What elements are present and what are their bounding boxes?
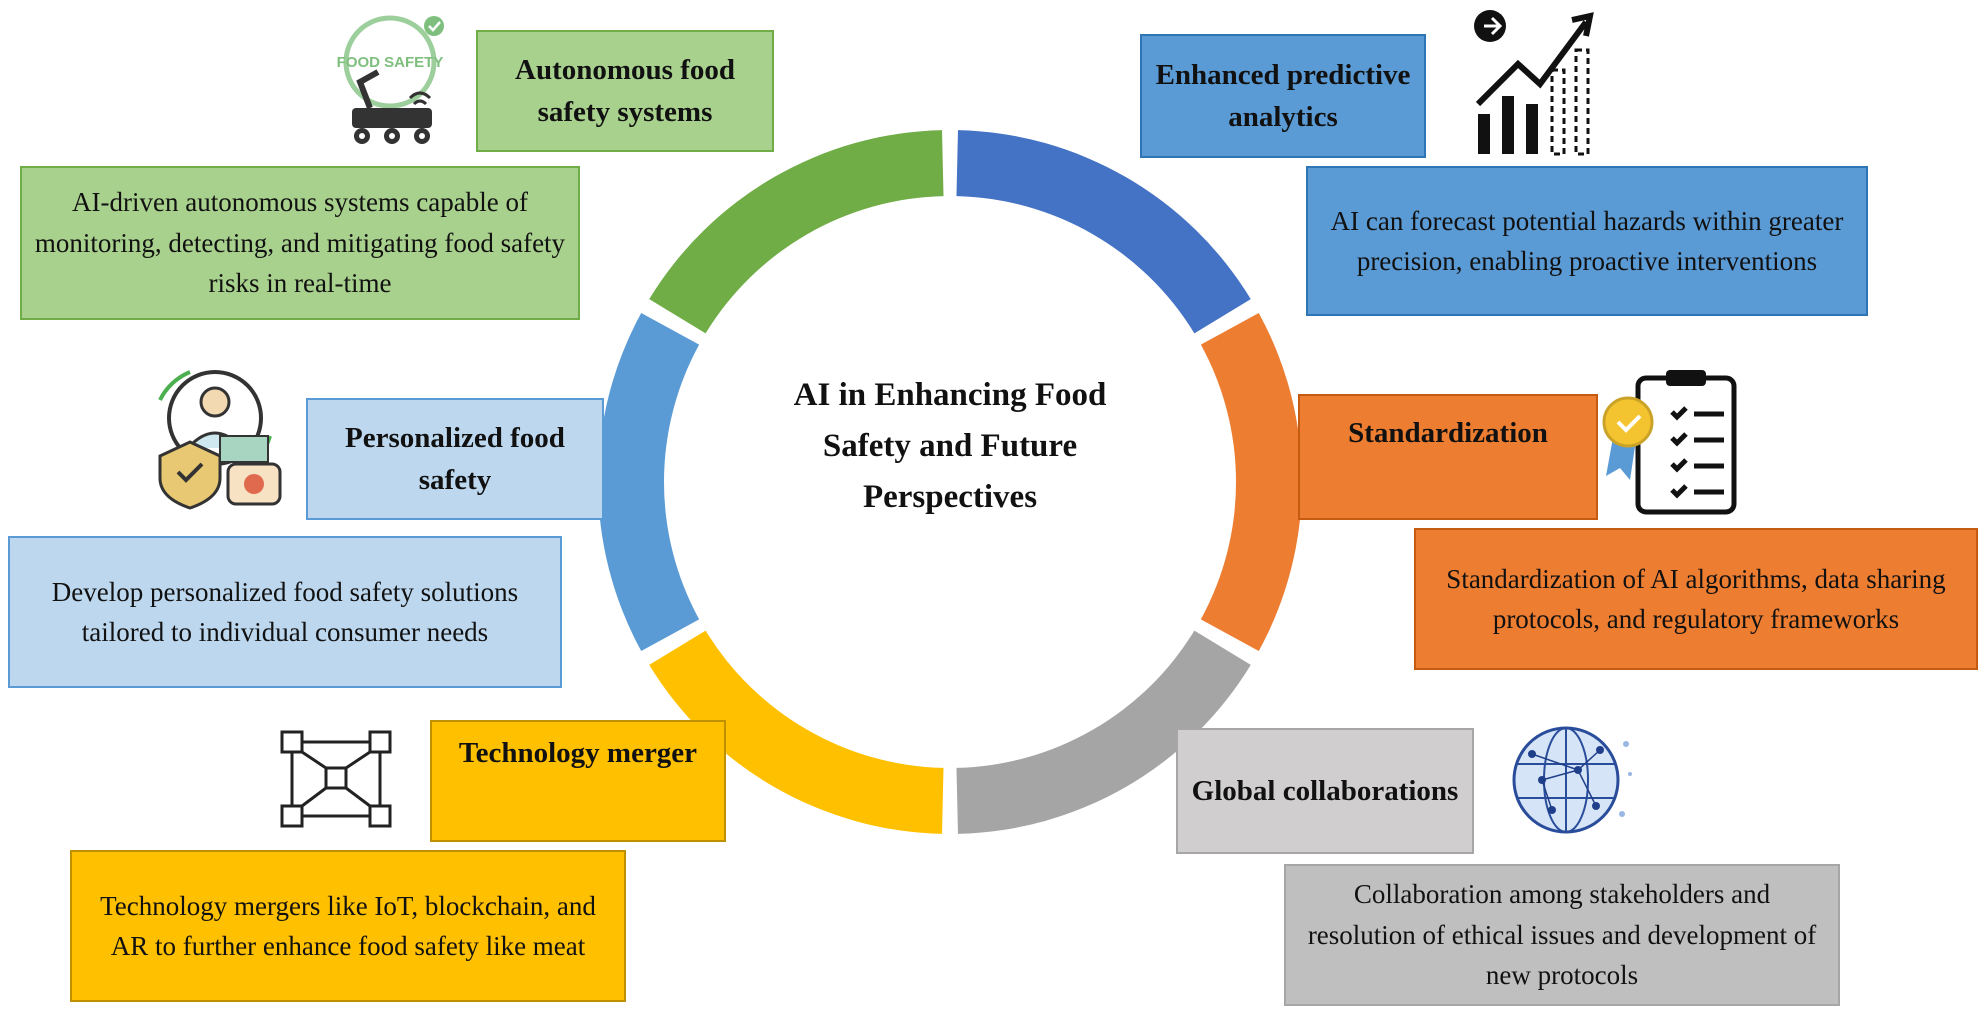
predictive-description: AI can forecast potential hazards within… xyxy=(1330,205,1844,277)
ring-segment-technology xyxy=(649,630,944,834)
ring-segment-predictive xyxy=(956,130,1251,334)
predictive-title-box: Enhanced predictive analytics xyxy=(1140,34,1426,158)
center-title: AI in Enhancing Food Safety and Future P… xyxy=(793,377,1107,516)
autonomous-description-box: AI-driven autonomous systems capable of … xyxy=(20,166,580,320)
ring-segment-autonomous xyxy=(649,130,944,334)
technology-description: Technology mergers like IoT, blockchain,… xyxy=(100,890,596,962)
autonomous-description: AI-driven autonomous systems capable of … xyxy=(34,187,566,299)
predictive-title: Enhanced predictive analytics xyxy=(1155,58,1411,133)
network-globe-icon xyxy=(1512,726,1632,834)
global-description: Collaboration among stakeholders and res… xyxy=(1307,879,1817,991)
predictive-description-box: AI can forecast potential hazards within… xyxy=(1306,166,1868,316)
personalized-title-box: Personalized food safety xyxy=(306,398,604,520)
growth-chart-icon xyxy=(1474,10,1594,156)
ring-segment-personalized xyxy=(598,312,700,652)
technology-title-box: Technology merger xyxy=(430,720,726,842)
personalized-description-box: Develop personalized food safety solutio… xyxy=(8,536,562,688)
autonomous-title-box: Autonomous food safety systems xyxy=(476,30,774,152)
global-title: Global collaborations xyxy=(1191,774,1459,807)
certified-checklist-icon xyxy=(1602,370,1737,515)
network-cubes-icon xyxy=(280,730,392,828)
personalized-description: Develop personalized food safety solutio… xyxy=(51,576,519,648)
ring-segment-global xyxy=(956,630,1251,834)
standardization-description-box: Standardization of AI algorithms, data s… xyxy=(1414,528,1978,670)
food-safety-logo-text: FOOD SAFETY xyxy=(337,54,444,71)
standardization-title-box: Standardization xyxy=(1298,394,1598,520)
standardization-description: Standardization of AI algorithms, data s… xyxy=(1446,563,1946,635)
personalized-title: Personalized food safety xyxy=(345,421,565,496)
consumer-shield-icon xyxy=(158,370,282,510)
standardization-title: Standardization xyxy=(1348,417,1548,449)
autonomous-title: Autonomous food safety systems xyxy=(515,53,735,128)
food-safety-robot-icon: FOOD SAFETY xyxy=(337,15,444,144)
technology-description-box: Technology mergers like IoT, blockchain,… xyxy=(70,850,626,1002)
technology-title: Technology merger xyxy=(458,737,698,769)
global-description-box: Collaboration among stakeholders and res… xyxy=(1284,864,1840,1006)
ring-segment-standardization xyxy=(1200,312,1303,652)
global-title-box: Global collaborations xyxy=(1176,728,1474,854)
